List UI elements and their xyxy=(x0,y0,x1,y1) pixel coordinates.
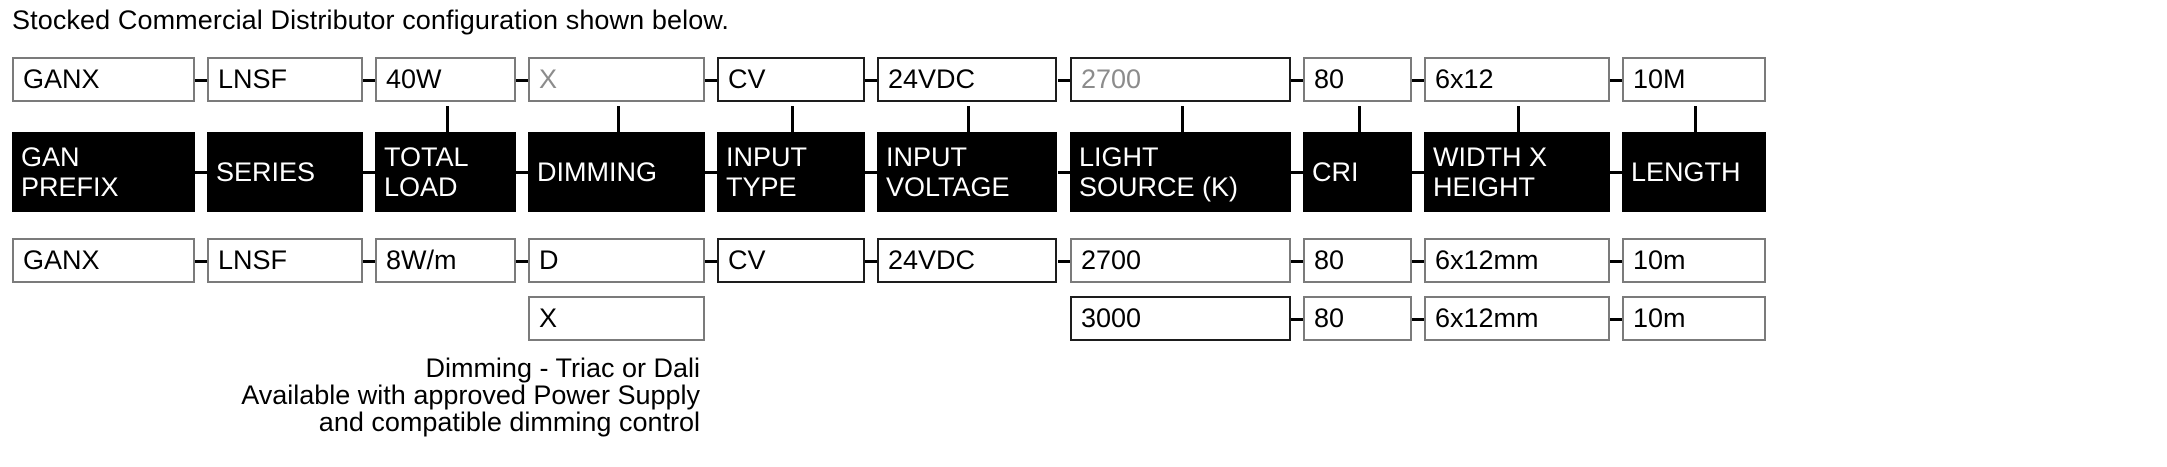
category-header-line: DIMMING xyxy=(537,157,657,187)
page-title: Stocked Commercial Distributor configura… xyxy=(12,5,730,35)
example-value-input_type[interactable]: CV xyxy=(717,57,865,102)
option-dimming-2[interactable]: X xyxy=(528,296,705,341)
separator-dash xyxy=(195,171,208,174)
connector-tick-dimming xyxy=(617,106,620,132)
footnote: Dimming - Triac or Dali Available with a… xyxy=(200,355,700,436)
option-width_height-1[interactable]: 6x12mm xyxy=(1424,238,1610,283)
option-total_load-1[interactable]: 8W/m xyxy=(375,238,516,283)
separator-dash xyxy=(363,259,376,263)
connector-tick-input_voltage xyxy=(967,106,970,132)
option-length-1[interactable]: 10m xyxy=(1622,238,1766,283)
example-value-input_voltage[interactable]: 24VDC xyxy=(877,57,1057,102)
connector-tick-width_height xyxy=(1517,106,1520,132)
separator-dash xyxy=(705,171,718,174)
option-input_type-1[interactable]: CV xyxy=(717,238,865,283)
category-header-series: SERIES xyxy=(207,132,363,212)
option-cri-1[interactable]: 80 xyxy=(1303,238,1412,283)
separator-dash xyxy=(1057,78,1071,82)
option-light_source-1[interactable]: 2700 xyxy=(1070,238,1291,283)
option-length-2[interactable]: 10m xyxy=(1622,296,1766,341)
separator-dash xyxy=(1057,171,1071,174)
category-header-line: GAN xyxy=(21,142,80,172)
separator-dash xyxy=(1412,78,1425,82)
separator-dash xyxy=(1412,259,1425,263)
category-header-line: INPUT xyxy=(726,142,807,172)
separator-dash xyxy=(363,78,376,82)
connector-tick-light_source xyxy=(1181,106,1184,132)
example-value-width_height[interactable]: 6x12 xyxy=(1424,57,1610,102)
separator-dash xyxy=(705,78,718,82)
separator-dash xyxy=(1610,317,1623,321)
separator-dash xyxy=(516,171,529,174)
separator-dash xyxy=(195,259,208,263)
category-header-line: LENGTH xyxy=(1631,157,1741,187)
separator-dash xyxy=(1291,171,1304,174)
separator-dash xyxy=(865,171,878,174)
separator-dash xyxy=(1412,171,1425,174)
category-header-line: CRI xyxy=(1312,157,1359,187)
category-header-length: LENGTH xyxy=(1622,132,1766,212)
separator-dash xyxy=(1291,317,1304,321)
category-header-line: SOURCE (K) xyxy=(1079,172,1239,202)
example-value-series[interactable]: LNSF xyxy=(207,57,363,102)
separator-dash xyxy=(1610,259,1623,263)
category-header-line: LOAD xyxy=(384,172,458,202)
connector-tick-total_load xyxy=(446,106,449,132)
option-cri-2[interactable]: 80 xyxy=(1303,296,1412,341)
category-header-line: SERIES xyxy=(216,157,316,187)
option-series-1[interactable]: LNSF xyxy=(207,238,363,283)
category-header-line: WIDTH X xyxy=(1433,142,1547,172)
connector-tick-cri xyxy=(1358,106,1361,132)
separator-dash xyxy=(363,171,376,174)
separator-dash xyxy=(705,259,718,263)
separator-dash xyxy=(516,259,529,263)
category-header-line: PREFIX xyxy=(21,172,119,202)
example-value-total_load[interactable]: 40W xyxy=(375,57,516,102)
example-value-length[interactable]: 10M xyxy=(1622,57,1766,102)
example-value-light_source[interactable]: 2700 xyxy=(1070,57,1291,102)
option-light_source-2[interactable]: 3000 xyxy=(1070,296,1291,341)
connector-tick-length xyxy=(1694,106,1697,132)
separator-dash xyxy=(1610,171,1623,174)
category-header-dimming: DIMMING xyxy=(528,132,705,212)
option-gan_prefix-1[interactable]: GANX xyxy=(12,238,195,283)
category-header-line: VOLTAGE xyxy=(886,172,1010,202)
separator-dash xyxy=(1291,259,1304,263)
category-header-line: TYPE xyxy=(726,172,797,202)
footnote-line-3: and compatible dimming control xyxy=(318,407,700,437)
separator-dash xyxy=(865,259,878,263)
category-header-line: HEIGHT xyxy=(1433,172,1536,202)
separator-dash xyxy=(1412,317,1425,321)
separator-dash xyxy=(516,78,529,82)
connector-tick-input_type xyxy=(791,106,794,132)
footnote-line-2: Available with approved Power Supply xyxy=(241,380,700,410)
category-header-line: LIGHT xyxy=(1079,142,1159,172)
category-header-line: TOTAL xyxy=(384,142,469,172)
separator-dash xyxy=(1610,78,1623,82)
footnote-line-1: Dimming - Triac or Dali xyxy=(425,353,700,383)
option-input_voltage-1[interactable]: 24VDC xyxy=(877,238,1057,283)
option-width_height-2[interactable]: 6x12mm xyxy=(1424,296,1610,341)
separator-dash xyxy=(865,78,878,82)
example-value-dimming[interactable]: X xyxy=(528,57,705,102)
category-header-line: INPUT xyxy=(886,142,967,172)
separator-dash xyxy=(1057,259,1071,263)
option-dimming-1[interactable]: D xyxy=(528,238,705,283)
example-value-gan_prefix[interactable]: GANX xyxy=(12,57,195,102)
separator-dash xyxy=(195,78,208,82)
example-value-cri[interactable]: 80 xyxy=(1303,57,1412,102)
separator-dash xyxy=(1291,78,1304,82)
category-header-cri: CRI xyxy=(1303,132,1412,212)
